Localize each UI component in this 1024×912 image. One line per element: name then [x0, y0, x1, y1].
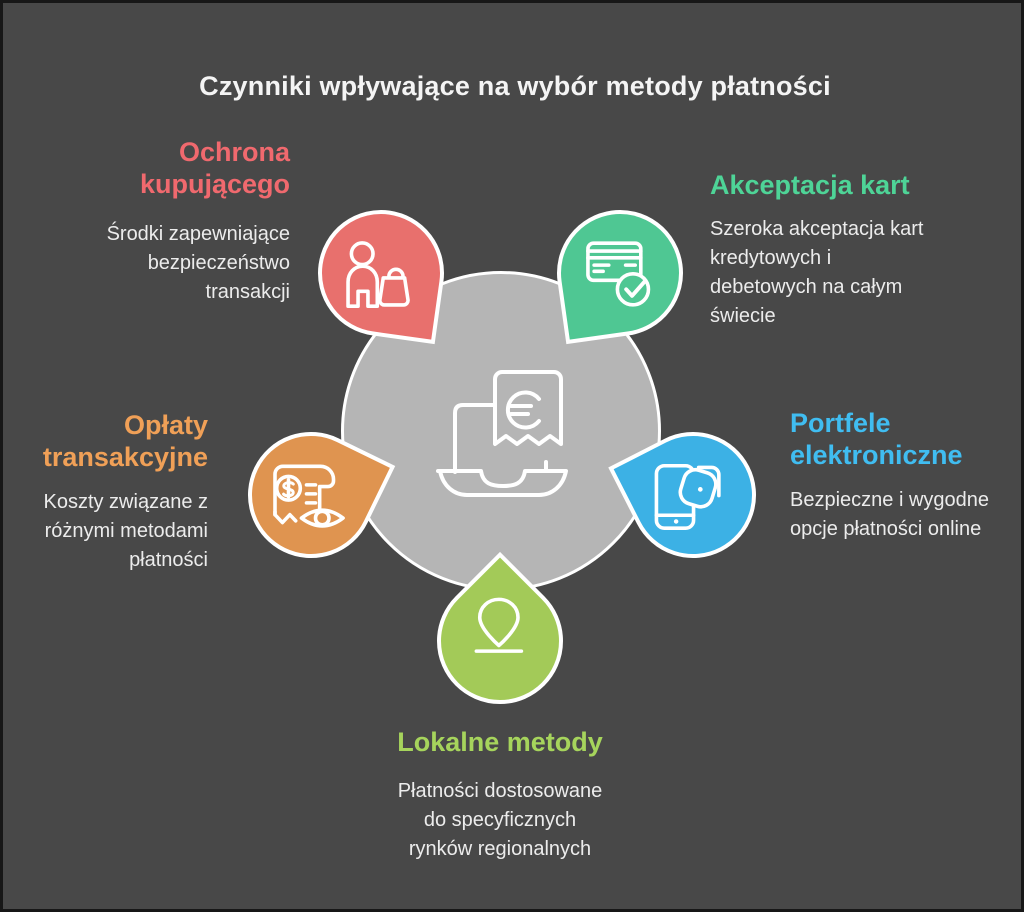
factor-heading: Ochrona kupującego	[139, 137, 290, 199]
receipt-eye-icon	[273, 464, 345, 528]
factor-description: Płatności dostosowane do specyficznych r…	[397, 780, 603, 860]
petal-buyer-protection	[309, 201, 453, 345]
factor-text-buyer-protection: Ochrona kupującego Środki zapewniające b…	[40, 136, 290, 307]
factor-text-local-methods: Lokalne metody Płatności dostosowane do …	[355, 726, 645, 864]
page-title: Czynniki wpływające na wybór metody płat…	[199, 71, 831, 101]
factor-description: Środki zapewniające bezpieczeństwo trans…	[106, 223, 290, 303]
factor-heading: Akceptacja kart	[710, 170, 910, 200]
factor-description: Szeroka akceptacja kart kredytowych i de…	[710, 218, 924, 327]
factor-heading: Opłaty transakcyjne	[42, 410, 208, 472]
petal-transaction-fees	[226, 410, 396, 580]
location-pin-icon	[474, 597, 524, 653]
petal-local-methods	[410, 551, 590, 731]
laptop-receipt-euro-icon	[436, 370, 568, 497]
phone-wallet-icon	[654, 463, 721, 530]
person-shopping-bag-icon	[346, 241, 410, 308]
factor-text-transaction-fees: Opłaty transakcyjne Koszty związane z ró…	[8, 409, 208, 575]
factor-description: Koszty związane z różnymi metodami płatn…	[43, 491, 208, 571]
factor-heading: Portfele elektroniczne	[790, 408, 963, 470]
credit-card-check-icon	[586, 241, 651, 307]
petal-card-acceptance	[548, 201, 692, 345]
factor-text-e-wallets: Portfele elektroniczne Bezpieczne i wygo…	[790, 407, 1015, 544]
petal-e-wallets	[608, 410, 778, 580]
factor-heading: Lokalne metody	[397, 727, 603, 757]
factor-description: Bezpieczne i wygodne opcje płatności onl…	[790, 489, 990, 540]
factor-text-card-acceptance: Akceptacja kart Szeroka akceptacja kart …	[710, 169, 950, 331]
